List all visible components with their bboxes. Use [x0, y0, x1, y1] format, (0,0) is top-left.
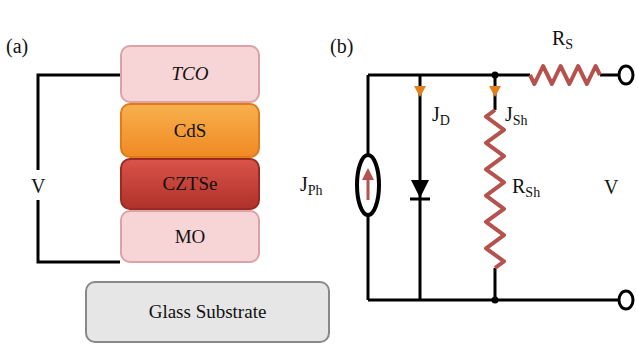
wire — [38, 200, 120, 262]
resistor-symbol — [530, 66, 600, 84]
material-layer: CZTSe — [120, 158, 260, 210]
terminal — [619, 291, 633, 309]
resistor-symbol — [486, 110, 504, 268]
layer-label: MO — [175, 226, 206, 248]
current-arrow — [414, 86, 426, 97]
material-layer: MO — [120, 210, 260, 263]
terminal — [619, 66, 633, 84]
junction-dot — [492, 72, 499, 79]
figure-label: (a) — [6, 36, 28, 56]
substrate-layer: Glass Substrate — [85, 281, 330, 343]
circuit-symbol-label: JD — [432, 104, 450, 128]
wire — [38, 75, 120, 170]
layer-label: CdS — [174, 120, 207, 142]
wire — [367, 75, 370, 155]
layer-label: TCO — [172, 63, 209, 85]
figure-label: V — [31, 176, 45, 196]
material-layer: TCO — [120, 45, 260, 103]
current-source — [357, 155, 379, 215]
layer-label: CZTSe — [163, 173, 218, 195]
layer-label: Glass Substrate — [149, 301, 267, 323]
circuit-symbol-label: RSh — [512, 176, 540, 200]
diode-symbol — [411, 180, 429, 198]
diode-bar — [410, 198, 430, 201]
wire — [367, 215, 370, 300]
figure-label: (b) — [330, 36, 353, 56]
junction-dot — [492, 297, 499, 304]
figure-label: V — [604, 177, 618, 197]
circuit-symbol-label: JSh — [505, 104, 528, 128]
wire — [600, 74, 619, 77]
wire — [368, 74, 530, 77]
circuit-symbol-label: JPh — [300, 174, 323, 198]
material-layer: CdS — [120, 103, 260, 158]
circuit-symbol-label: RS — [552, 28, 573, 52]
current-arrow — [489, 86, 501, 97]
wire — [494, 268, 497, 300]
source-arrowhead — [362, 168, 374, 180]
